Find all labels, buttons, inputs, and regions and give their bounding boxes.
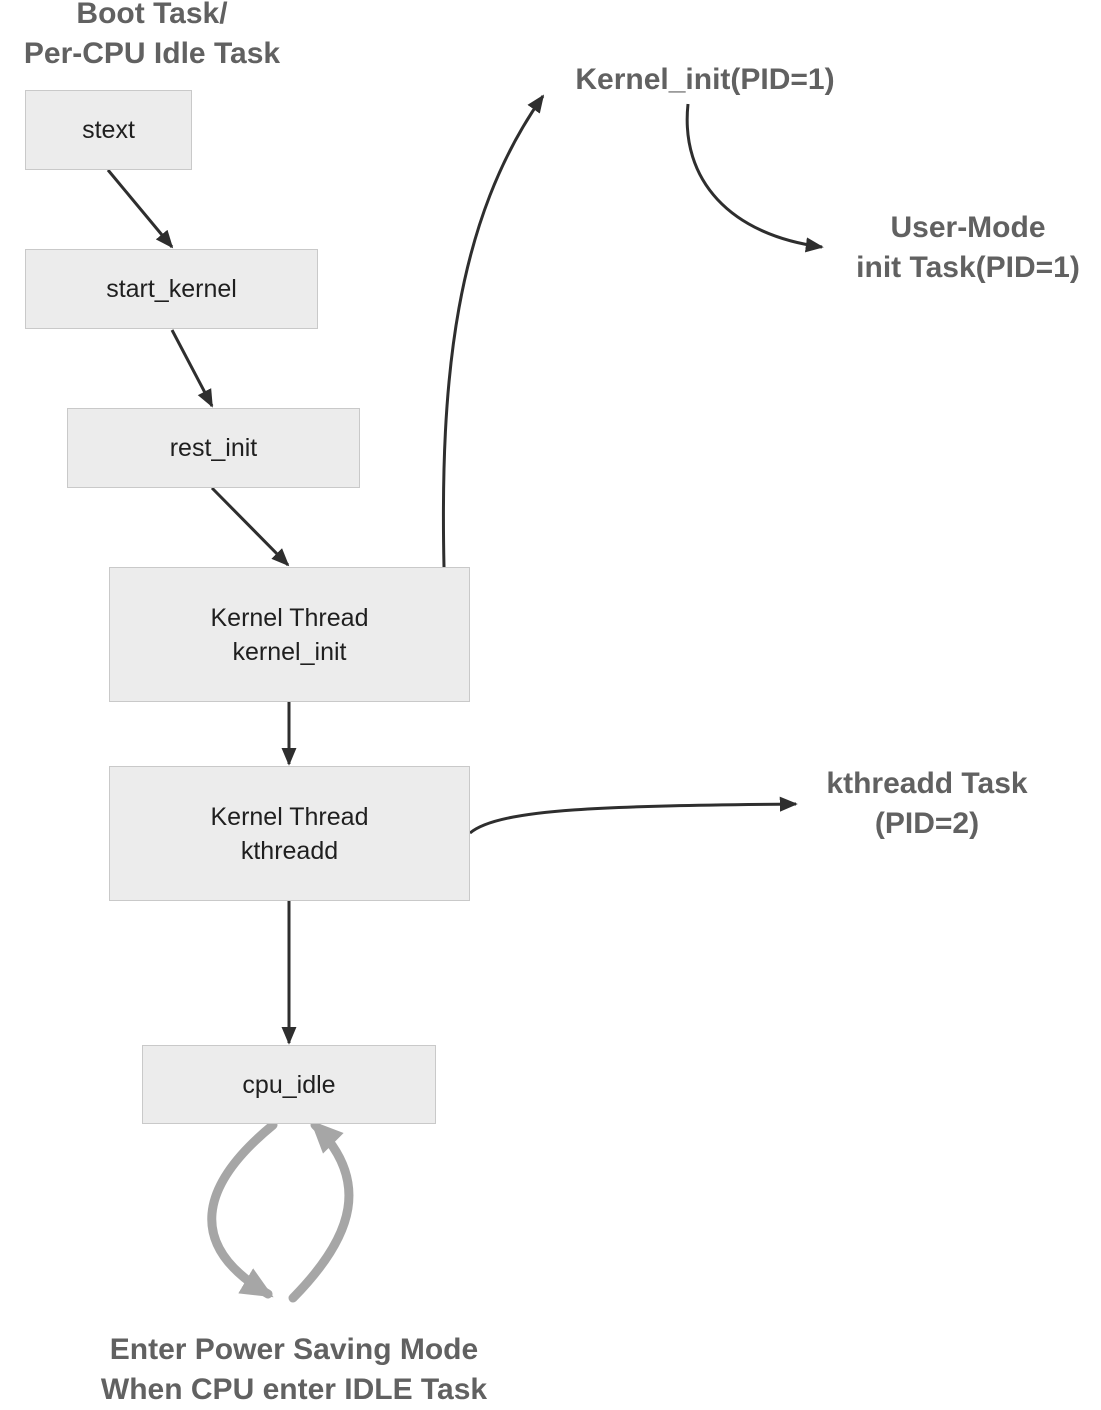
label-power-saving: Enter Power Saving Mode When CPU enter I… [54, 1330, 534, 1410]
label-kernel-init-pid: Kernel_init(PID=1) [548, 60, 862, 100]
node-rest-init: rest_init [67, 408, 360, 488]
diagram-title-line2: Per-CPU Idle Task [23, 37, 281, 70]
idle-loop-arrow-right [288, 1120, 354, 1303]
label-kthreadd-task-line1: kthreadd Task [826, 767, 1028, 800]
node-start-kernel-label: start_kernel [106, 275, 237, 303]
node-rest-init-label: rest_init [169, 434, 258, 462]
idle-loop-arrow-left [207, 1120, 278, 1299]
arrow-stext-to-start-kernel [106, 169, 174, 249]
label-kernel-init-pid-text: Kernel_init(PID=1) [575, 63, 835, 96]
label-user-mode-init-line2: init Task(PID=1) [856, 251, 1080, 284]
label-power-saving-line2: When CPU enter IDLE Task [100, 1373, 488, 1406]
arrow-start-kernel-to-rest-init [170, 329, 214, 408]
label-user-mode-init-line1: User-Mode [890, 211, 1046, 244]
node-kernel-init-line2: kernel_init [232, 637, 347, 666]
node-kthreadd-line1: Kernel Thread [210, 802, 369, 831]
node-kthreadd-line2: kthreadd [240, 836, 339, 865]
node-stext: stext [25, 90, 192, 170]
label-kthreadd-task-line2: (PID=2) [874, 807, 980, 840]
node-stext-label: stext [82, 116, 135, 144]
node-kernel-init-line1: Kernel Thread [210, 603, 369, 632]
label-power-saving-line1: Enter Power Saving Mode [109, 1333, 479, 1366]
arrow-kernel-init-to-user-mode [685, 103, 824, 253]
label-kthreadd-task: kthreadd Task (PID=2) [800, 764, 1054, 844]
arrow-rest-init-to-kernel-thread [210, 486, 290, 567]
arrow-kernel-thread-to-kernel-init-pid [441, 94, 545, 568]
label-user-mode-init: User-Mode init Task(PID=1) [830, 208, 1101, 288]
node-start-kernel: start_kernel [25, 249, 318, 329]
diagram-title-line1: Boot Task/ [76, 0, 228, 30]
node-kernel-thread-kthreadd: Kernel Thread kthreadd [109, 766, 470, 901]
node-cpu-idle: cpu_idle [142, 1045, 436, 1124]
diagram-title: Boot Task/ Per-CPU Idle Task [0, 0, 304, 74]
node-cpu-idle-label: cpu_idle [242, 1070, 336, 1099]
node-kernel-thread-kernel-init: Kernel Thread kernel_init [109, 567, 470, 702]
arrow-kthreadd-to-kthreadd-task [469, 796, 798, 835]
